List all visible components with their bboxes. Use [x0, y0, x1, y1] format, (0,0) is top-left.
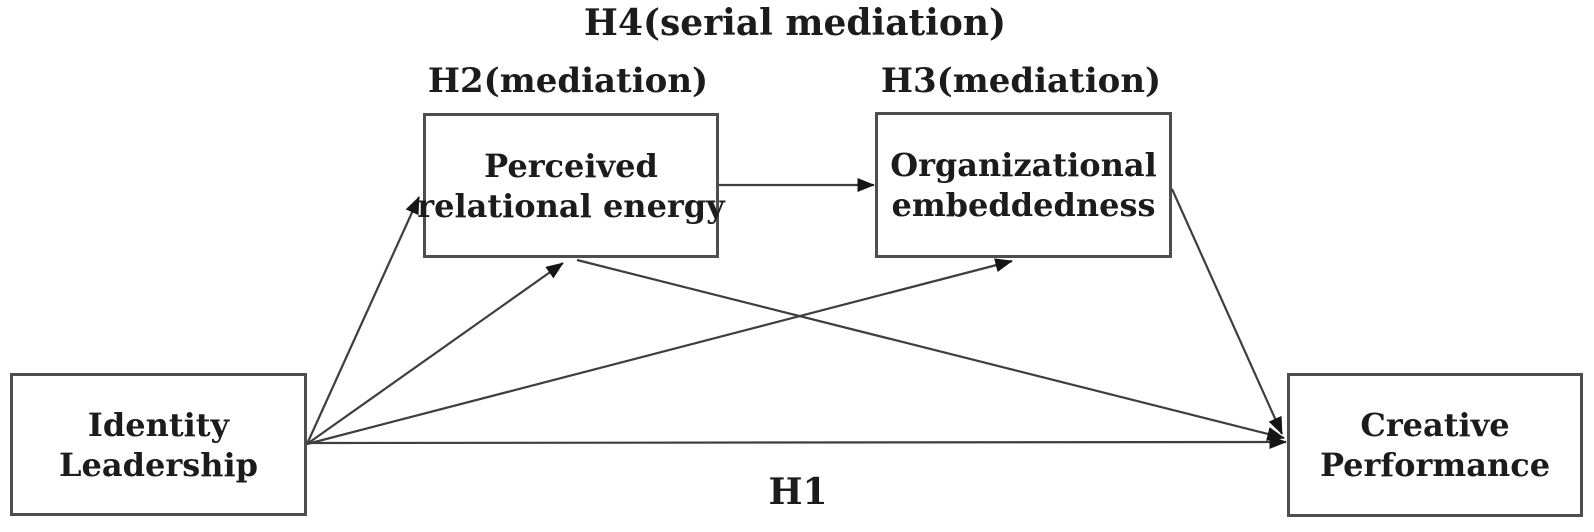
node-perceived-relational-energy: Perceived relational energy — [417, 113, 725, 258]
node-creative-performance-line1: Creative — [1360, 406, 1510, 444]
arrow-embeddedness-to-performance — [1170, 188, 1284, 435]
node-organizational-embeddedness-line1: Organizational — [890, 146, 1157, 184]
arrow-identity-to-performance-h1 — [306, 434, 1287, 450]
arrow-identity-to-embeddedness — [306, 258, 1013, 446]
node-creative-performance-line2: Performance — [1319, 446, 1551, 484]
label-h4-serial-mediation: H4(serial mediation) — [583, 2, 1007, 44]
arrow-identity-to-energy-left — [305, 196, 421, 445]
node-perceived-relational-energy-line2: relational energy — [417, 186, 725, 225]
arrow-identity-to-energy-bottom — [306, 262, 564, 445]
arrow-energy-to-performance — [576, 258, 1285, 441]
node-organizational-embeddedness-line2: embeddedness — [891, 186, 1156, 224]
label-h1-direct-path: H1 — [768, 471, 828, 513]
label-h3-mediation: H3(mediation) — [880, 61, 1162, 101]
node-identity-leadership-line2: Leadership — [59, 445, 258, 484]
node-creative-performance: Creative Performance — [1287, 373, 1583, 517]
node-identity-leadership-line1: Identity — [87, 405, 230, 444]
node-organizational-embeddedness: Organizational embeddedness — [875, 112, 1172, 258]
node-perceived-relational-energy-line1: Perceived — [484, 146, 658, 185]
label-h2-mediation: H2(mediation) — [427, 61, 709, 101]
node-identity-leadership: Identity Leadership — [10, 373, 307, 516]
